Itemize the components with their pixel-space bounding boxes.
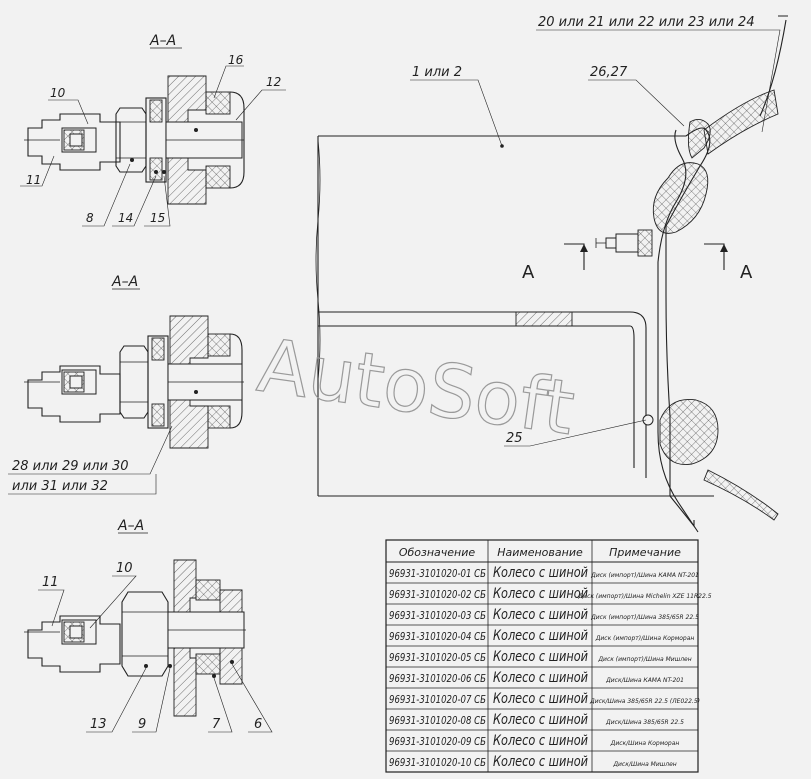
wheel-rim-section: А А 1 или 2 26,27 20 или 21 или 22 или 2…: [315, 15, 788, 533]
callout-10-top: 10: [50, 86, 66, 100]
row-code: 96931-3101020-06 СБ: [389, 673, 486, 685]
watermark: AutoSoft: [253, 323, 580, 452]
row-code: 96931-3101020-09 СБ: [389, 736, 486, 748]
table-row: 96931-3101020-05 СБ Колесо с шиной Диск (и…: [389, 649, 692, 665]
row-code: 96931-3101020-04 СБ: [389, 631, 486, 643]
callout-1-or-2: 1 или 2: [412, 65, 462, 80]
callout-10-bottom: 10: [116, 561, 133, 576]
row-name: Колесо с шиной: [493, 649, 588, 665]
callout-28-30: 28 или 29 или 30: [12, 459, 129, 474]
row-note: Диск (импорт)/Шина 385/65R 22.5: [590, 614, 699, 621]
callout-20-24: 20 или 21 или 22 или 23 или 24: [538, 15, 755, 30]
table-row: 96931-3101020-08 СБ Колесо с шиной Диск/Ши…: [389, 712, 684, 728]
table-row: 96931-3101020-09 СБ Колесо с шиной Диск/Ши…: [389, 733, 679, 749]
row-name: Колесо с шиной: [493, 712, 588, 728]
row-name: Колесо с шиной: [493, 565, 588, 581]
row-name: Колесо с шиной: [493, 670, 588, 686]
callout-26-27: 26,27: [590, 65, 628, 80]
row-name: Колесо с шиной: [493, 691, 588, 707]
cut-mark-left: А: [522, 262, 535, 283]
row-note: Диск (импорт)/Шина Мишлен: [597, 656, 691, 663]
row-name: Колесо с шиной: [493, 586, 588, 602]
row-note: Диск (импорт)/Шина Корморан: [595, 635, 695, 642]
row-code: 96931-3101020-05 СБ: [389, 652, 486, 664]
row-note: Диск/Шина КАМА NT-201: [605, 677, 684, 684]
table-header-note: Примечание: [609, 546, 681, 559]
row-code: 96931-3101020-10 СБ: [389, 757, 486, 769]
table-row: 96931-3101020-06 СБ Колесо с шиной Диск/Ши…: [389, 670, 684, 686]
callout-9: 9: [138, 717, 146, 732]
table-header-code: Обозначение: [399, 546, 476, 559]
cut-mark-right: А: [740, 262, 753, 283]
row-name: Колесо с шиной: [493, 733, 588, 749]
table-row: 96931-3101020-10 СБ Колесо с шиной Диск/Ши…: [389, 754, 677, 770]
row-note: Диск (импорт)/Шина Michelin XZE 11R22.5: [577, 593, 711, 600]
row-note: Диск (импорт)/Шина КАМА NT-201: [590, 572, 699, 579]
valve-section-view-1: А–А 16 12 10 11 8: [20, 33, 286, 227]
row-name: Колесо с шиной: [493, 754, 588, 770]
section-label-3: А–А: [117, 518, 144, 534]
row-note: Диск/Шина Мишлен: [612, 761, 676, 768]
row-note: Диск/Шина 385/65R 22.5: [605, 719, 684, 726]
table-header-name: Наименование: [497, 546, 583, 559]
row-name: Колесо с шиной: [493, 628, 588, 644]
valve-section-view-2: А–А 28 или 29 или 30 или 31 или 32: [8, 274, 244, 495]
row-code: 96931-3101020-08 СБ: [389, 715, 486, 727]
valve-section-view-3: А–А 11 10 13 9 7 6: [24, 518, 273, 733]
callout-14: 14: [118, 211, 133, 225]
row-note: Диск/Шина 385/65R 22.5 (ЛЕ022.5): [589, 698, 700, 705]
callout-8: 8: [86, 211, 94, 225]
parts-table: Обозначение Наименование Примечание 9693…: [385, 539, 712, 773]
row-name: Колесо с шиной: [493, 607, 588, 623]
row-code: 96931-3101020-07 СБ: [389, 694, 486, 706]
callout-7: 7: [212, 717, 221, 732]
callout-15: 15: [150, 211, 165, 225]
section-label-1: А–А: [149, 33, 176, 49]
callout-11-bottom: 11: [42, 575, 59, 590]
callout-11-top: 11: [26, 173, 41, 187]
section-label-2: А–А: [111, 274, 138, 290]
callout-13: 13: [90, 717, 107, 732]
row-code: 96931-3101020-02 СБ: [389, 589, 486, 601]
row-code: 96931-3101020-01 СБ: [389, 568, 486, 580]
callout-25: 25: [506, 431, 523, 446]
callout-6: 6: [254, 717, 262, 732]
callout-31-32: или 31 или 32: [12, 479, 108, 494]
table-row: 96931-3101020-04 СБ Колесо с шиной Диск (и…: [389, 628, 694, 644]
callout-16: 16: [228, 53, 244, 67]
row-note: Диск/Шина Корморан: [610, 740, 680, 747]
row-code: 96931-3101020-03 СБ: [389, 610, 486, 622]
callout-12: 12: [266, 75, 281, 89]
